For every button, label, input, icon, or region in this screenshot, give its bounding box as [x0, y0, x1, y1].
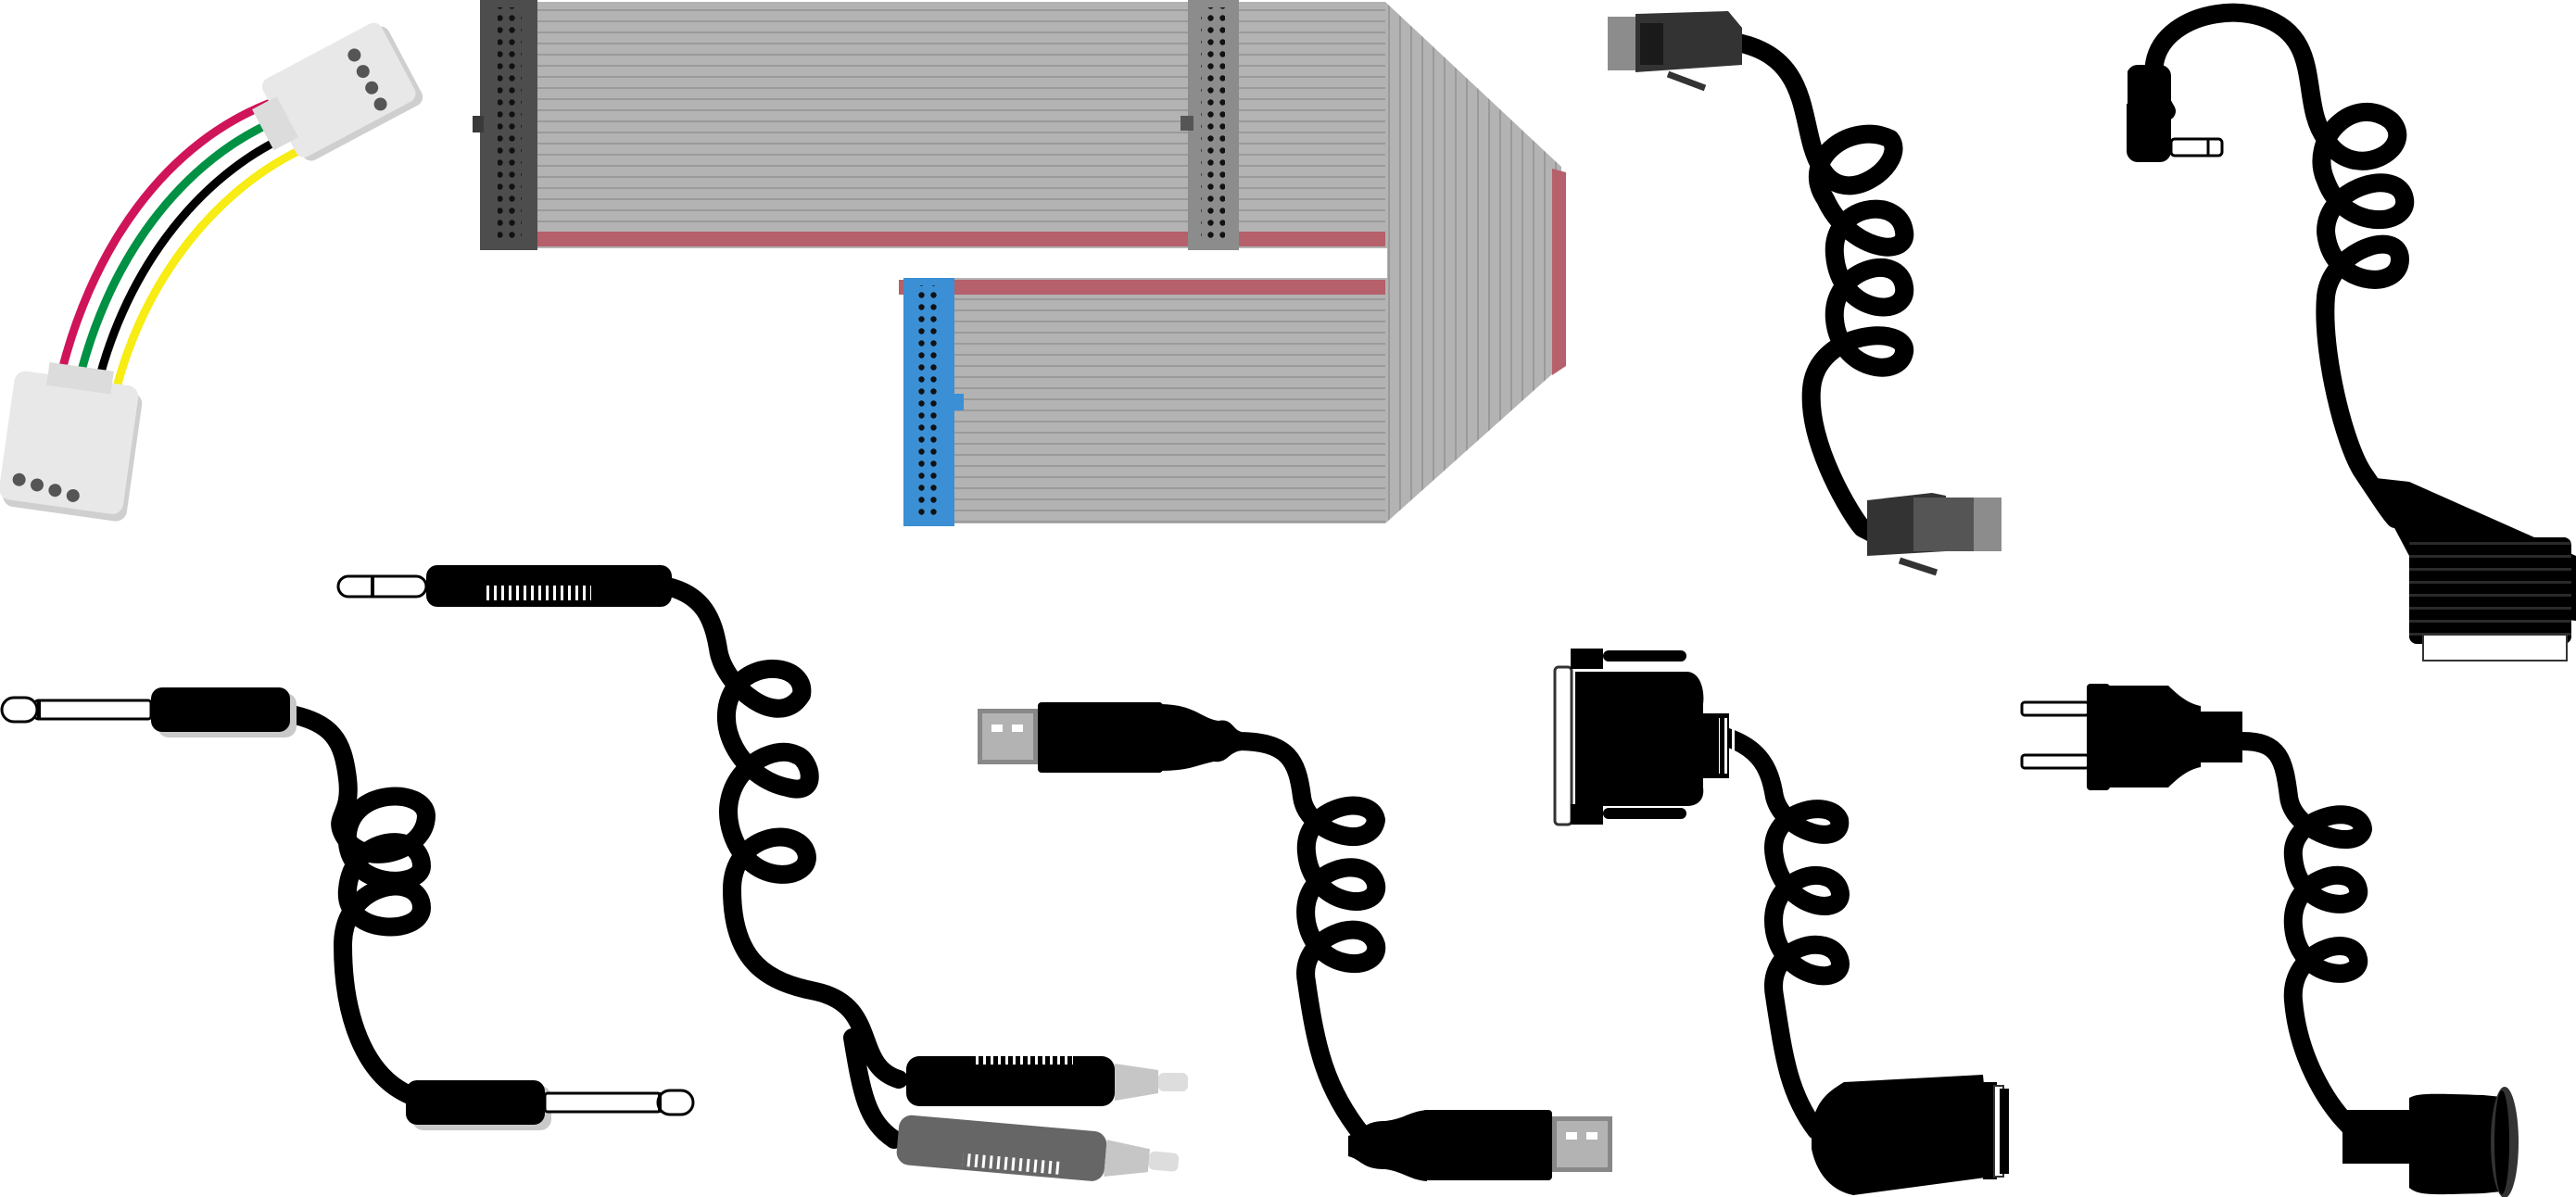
usb-plug-bottom — [1348, 1110, 1612, 1181]
db25-plug-bottom — [1812, 1075, 2009, 1195]
ide-ribbon-cable-icon — [473, 0, 1566, 526]
ribbon-stripe-upper — [482, 232, 1385, 246]
molex-connector-top — [252, 22, 423, 161]
db25-serial-cable-icon — [1553, 649, 2009, 1195]
db25-plug-top — [1553, 649, 1736, 826]
molex-connector-bottom — [0, 362, 143, 522]
scart-cable-icon — [2122, 3, 2576, 662]
minijack-3-5-plug — [336, 565, 672, 607]
ribbon-fold-stripe — [1552, 169, 1566, 375]
ide-connector-end — [473, 0, 537, 250]
ide-connector-blue — [903, 278, 964, 526]
scart-plug — [2368, 477, 2576, 662]
ribbon-fold — [1385, 2, 1561, 523]
ribbon-stripe-lower — [899, 280, 1385, 295]
power-plug-top — [2020, 684, 2242, 790]
molex-wires — [53, 95, 305, 408]
jack-plug-top — [0, 687, 297, 737]
power-plug-bottom — [2342, 1087, 2519, 1197]
ethernet-rj45-cable-icon — [1608, 11, 2001, 576]
power-plug-cable-icon — [2020, 684, 2519, 1197]
usb-cable-icon — [978, 702, 1612, 1181]
minijack-to-rca-cable-icon — [336, 565, 1188, 1181]
ribbon-gap — [1385, 248, 1387, 278]
rca-plug-black — [906, 1052, 1188, 1106]
rca-plug-grey — [896, 1115, 1180, 1181]
minijack-plug — [2122, 65, 2224, 162]
ide-connector-middle — [1181, 0, 1239, 250]
molex-power-cable-icon — [0, 22, 423, 522]
rj45-plug-bottom — [1867, 493, 2001, 576]
ribbon-lower — [903, 278, 1385, 523]
quarter-inch-jack-cable-icon — [0, 687, 695, 1130]
ribbon-upper — [482, 2, 1385, 248]
jack-plug-bottom — [406, 1080, 695, 1130]
rj45-plug-top — [1608, 11, 1742, 92]
usb-plug-top — [978, 702, 1242, 773]
